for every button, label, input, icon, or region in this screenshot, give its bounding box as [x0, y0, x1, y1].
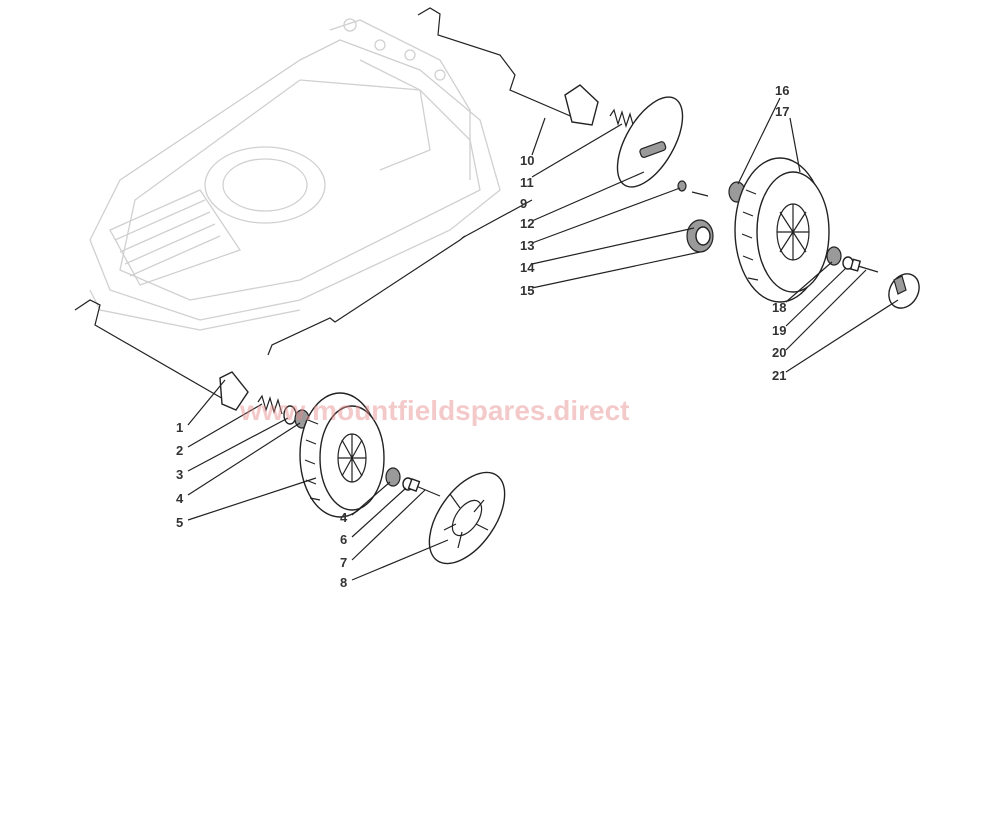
label-5: 5 [176, 515, 183, 530]
label-2: 2 [176, 443, 183, 458]
label-18: 18 [772, 300, 786, 315]
label-20: 20 [772, 345, 786, 360]
front-wheel-bolt [407, 478, 441, 497]
label-15: 15 [520, 283, 534, 298]
label-16: 16 [775, 83, 789, 98]
height-adjust-rod [267, 235, 466, 356]
front-wheel [299, 392, 385, 518]
rear-washer [677, 180, 687, 192]
front-spring [257, 394, 283, 415]
label-19: 19 [772, 323, 786, 338]
label-17: 17 [775, 104, 789, 119]
label-3: 3 [176, 467, 183, 482]
rear-small-bolt [691, 191, 709, 197]
watermark-text: www.mountfieldspares.direct [239, 395, 629, 426]
label-13: 13 [520, 238, 534, 253]
part-labels: 1 2 3 4 5 4 6 7 8 9 10 11 12 13 14 15 16… [176, 83, 789, 590]
label-7: 7 [340, 555, 347, 570]
label-4-outer: 4 [340, 510, 348, 525]
rear-hub-cap [888, 273, 920, 309]
front-outer-bush [385, 467, 401, 487]
rear-gear-disc [616, 96, 684, 188]
leader-lines [187, 97, 899, 581]
label-8: 8 [340, 575, 347, 590]
label-9: 9 [520, 196, 527, 211]
label-10: 10 [520, 153, 534, 168]
rear-axle [417, 7, 599, 126]
front-axle [74, 299, 249, 411]
label-11: 11 [520, 175, 534, 190]
rear-wheel-bolt [849, 258, 879, 273]
label-21: 21 [772, 368, 786, 383]
rear-pinion [686, 219, 714, 253]
rear-spring [609, 108, 635, 129]
label-14: 14 [520, 260, 535, 275]
front-hub-cap [428, 471, 506, 565]
rear-outer-bush [826, 246, 842, 266]
label-12: 12 [520, 216, 534, 231]
rear-wheel [734, 157, 830, 303]
mower-deck-outline [89, 18, 501, 331]
label-6: 6 [340, 532, 347, 547]
label-4: 4 [176, 491, 184, 506]
label-1: 1 [176, 420, 183, 435]
